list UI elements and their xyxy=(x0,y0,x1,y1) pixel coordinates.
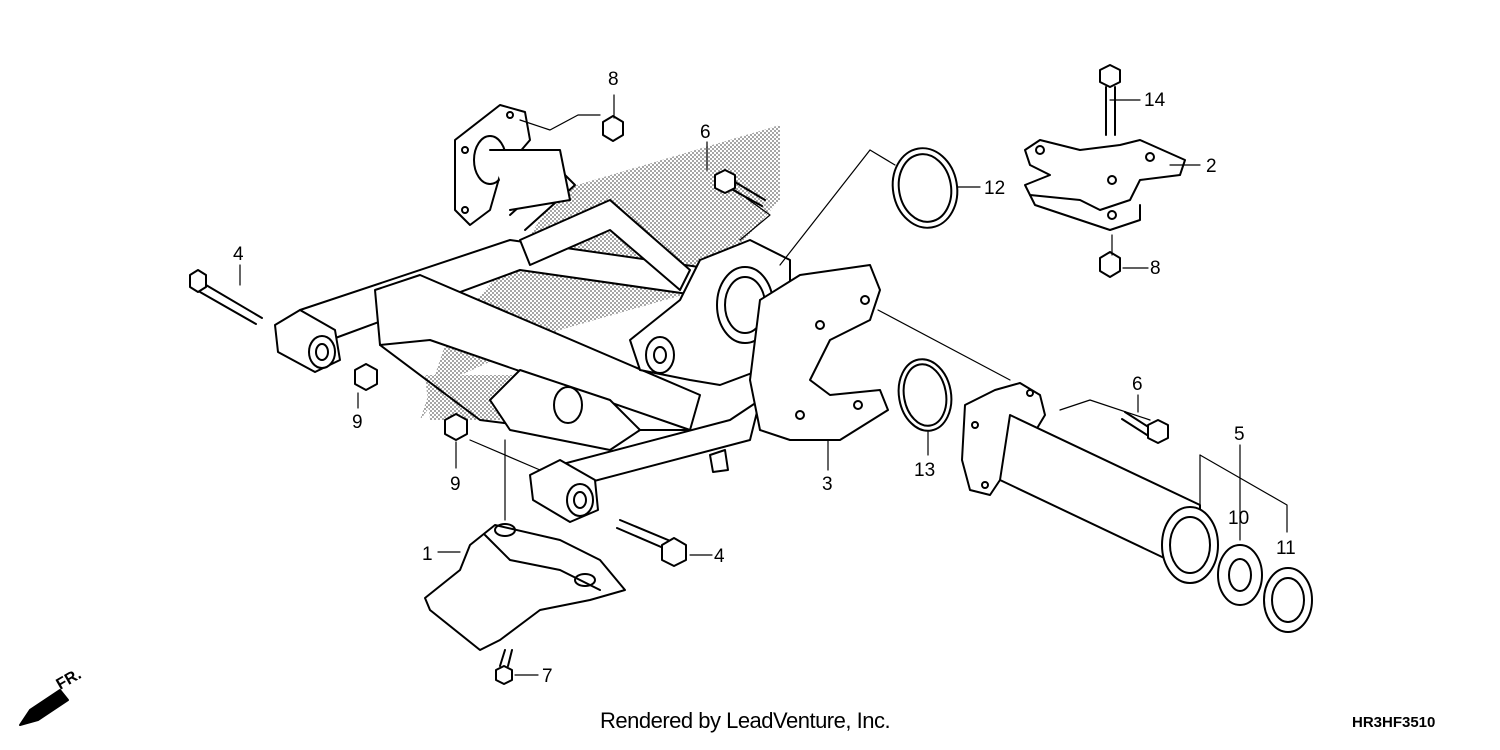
swingarm xyxy=(274,104,791,523)
diagram-code: HR3HF3510 xyxy=(1352,714,1436,731)
part-label-12: 12 xyxy=(984,178,1005,199)
plate-part-3 xyxy=(749,264,889,441)
part-label-9b: 9 xyxy=(450,474,461,495)
axle-housing-part-5 xyxy=(961,382,1219,584)
o-ring-part-12 xyxy=(891,147,959,229)
bolt-part-7 xyxy=(495,649,513,685)
part-label-8a: 8 xyxy=(608,69,619,90)
part-label-11: 11 xyxy=(1276,538,1296,559)
part-label-4b: 4 xyxy=(714,546,725,567)
nut-part-9-center xyxy=(444,413,468,441)
part-label-9a: 9 xyxy=(352,412,363,433)
nut-part-8-lower xyxy=(1099,251,1121,278)
part-label-7: 7 xyxy=(542,666,553,687)
bearing-part-10 xyxy=(1217,544,1263,606)
bolt-part-14 xyxy=(1099,64,1121,136)
leader-lines xyxy=(239,94,1288,676)
nut-part-9-left xyxy=(354,363,378,391)
part-label-8b: 8 xyxy=(1150,258,1161,279)
part-label-6b: 6 xyxy=(1132,374,1143,395)
nut-part-8-upper xyxy=(602,115,624,142)
o-ring-part-13 xyxy=(897,358,953,432)
render-credit: Rendered by LeadVenture, Inc. xyxy=(600,708,891,733)
front-direction-arrow xyxy=(19,689,69,726)
part-label-5: 5 xyxy=(1234,424,1245,445)
part-label-6a: 6 xyxy=(700,122,711,143)
part-label-3: 3 xyxy=(822,474,833,495)
bolt-part-4-upper xyxy=(189,269,263,325)
part-label-2: 2 xyxy=(1206,156,1217,177)
bolt-part-4-lower xyxy=(616,519,687,567)
part-label-13: 13 xyxy=(914,460,935,481)
part-label-14: 14 xyxy=(1144,90,1166,111)
bracket-part-2 xyxy=(1024,139,1186,211)
part-label-10: 10 xyxy=(1228,508,1249,529)
part-label-4a: 4 xyxy=(233,244,244,265)
front-direction-label: FR. xyxy=(54,666,85,694)
guard-part-1 xyxy=(424,524,626,651)
bolt-part-6-lower xyxy=(1121,411,1169,444)
bolt-part-6-upper xyxy=(714,169,766,207)
part-label-1: 1 xyxy=(422,544,433,565)
